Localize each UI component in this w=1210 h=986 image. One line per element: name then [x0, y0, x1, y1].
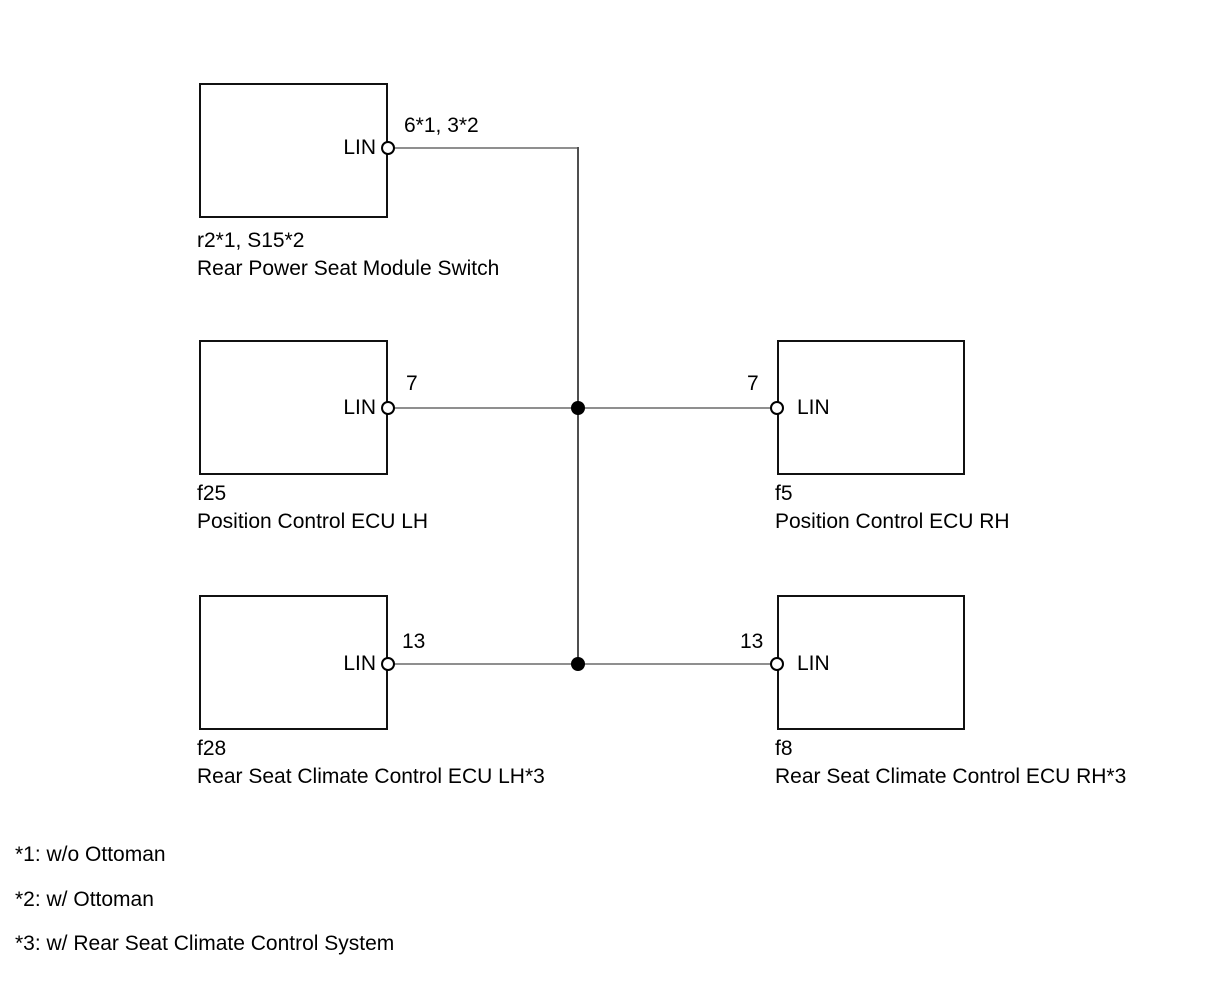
caption-rear-power-seat-switch: r2*1, S15*2 Rear Power Seat Module Switc…	[197, 227, 499, 283]
connector-code: r2*1, S15*2	[197, 229, 305, 252]
caption-climate-ecu-lh: f28 Rear Seat Climate Control ECU LH*3	[197, 735, 545, 791]
module-name: Position Control ECU RH	[775, 510, 1010, 533]
port-label-position-ecu-rh: LIN	[797, 396, 830, 419]
module-name: Rear Seat Climate Control ECU LH*3	[197, 765, 545, 788]
pin-terminal-rear-power-seat-switch	[381, 141, 395, 155]
connector-code: f8	[775, 737, 793, 760]
port-label-rear-power-seat-switch: LIN	[343, 136, 376, 159]
module-name: Rear Seat Climate Control ECU RH*3	[775, 765, 1127, 788]
module-box-climate-ecu-rh	[777, 595, 965, 730]
pin-terminal-position-ecu-rh	[770, 401, 784, 415]
port-label-position-ecu-lh: LIN	[343, 396, 376, 419]
wire-switch-to-trunk	[391, 147, 579, 149]
caption-climate-ecu-rh: f8 Rear Seat Climate Control ECU RH*3	[775, 735, 1126, 791]
pin-terminal-climate-ecu-lh	[381, 657, 395, 671]
module-name: Position Control ECU LH	[197, 510, 429, 533]
caption-position-ecu-lh: f25 Position Control ECU LH	[197, 480, 428, 536]
pin-terminal-climate-ecu-rh	[770, 657, 784, 671]
pin-number-position-ecu-lh: 7	[406, 372, 418, 395]
pin-number-position-ecu-rh: 7	[747, 372, 759, 395]
pin-number-climate-ecu-rh: 13	[740, 630, 764, 653]
footnote-1: *1: w/o Ottoman	[15, 843, 166, 866]
pin-number-rear-power-seat-switch: 6*1, 3*2	[404, 114, 479, 137]
pin-terminal-position-ecu-lh	[381, 401, 395, 415]
connector-code: f25	[197, 482, 227, 505]
module-name: Rear Power Seat Module Switch	[197, 257, 500, 280]
pin-number-climate-ecu-lh: 13	[402, 630, 426, 653]
caption-position-ecu-rh: f5 Position Control ECU RH	[775, 480, 1010, 536]
junction-dot-middle	[571, 401, 585, 415]
port-label-climate-ecu-rh: LIN	[797, 652, 830, 675]
port-label-climate-ecu-lh: LIN	[343, 652, 376, 675]
connector-code: f28	[197, 737, 227, 760]
module-box-position-ecu-lh	[199, 340, 388, 475]
footnote-2: *2: w/ Ottoman	[15, 888, 154, 911]
connector-code: f5	[775, 482, 793, 505]
footnote-3: *3: w/ Rear Seat Climate Control System	[15, 932, 395, 955]
junction-dot-bottom	[571, 657, 585, 671]
